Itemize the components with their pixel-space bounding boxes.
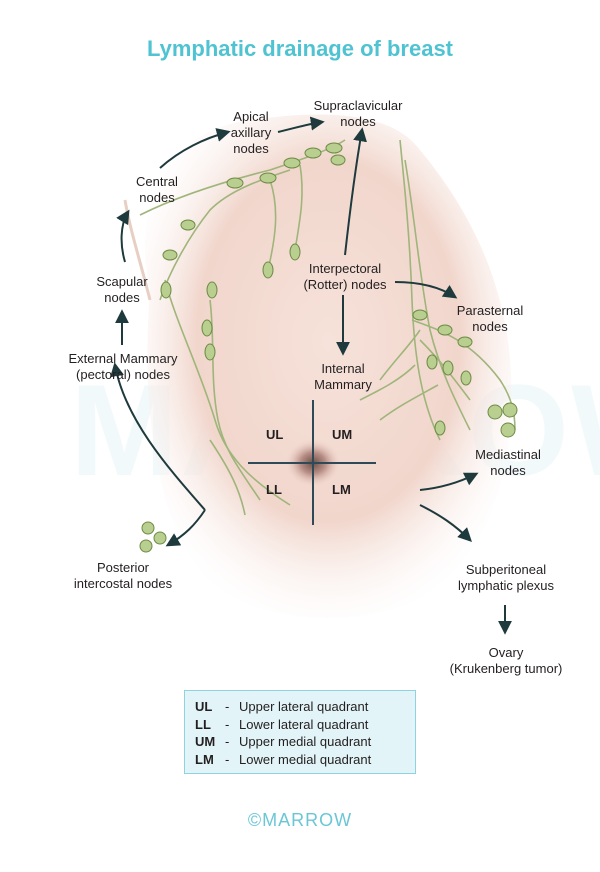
label-mediastinal-nodes: Mediastinal nodes [475,447,541,478]
legend-abbr: LL [195,716,211,732]
breast-skin [144,114,512,618]
page-title: Lymphatic drainage of breast [146,36,454,61]
arrow-interpectoral-to-supraclavicular [344,127,367,256]
arrow-to-mediastinal [419,472,479,491]
arrow-to-subperitoneal [419,504,472,542]
label-supraclavicular-nodes: Supraclavicular nodes [313,98,403,129]
arrow-scapular-to-central [116,209,130,263]
label-apical-axillary-nodes: Apical axillary nodes [230,109,272,156]
label-subperitoneal-plexus: Subperitoneal lymphatic plexus [457,562,555,593]
arrow-apical-to-supraclavicular [277,116,325,133]
arrow-to-parasternal [394,281,458,299]
lymph-nodes [139,142,518,553]
brand-logo: ©MARROW [247,810,353,830]
quadrant-um: UM [332,427,353,442]
label-external-mammary-nodes: External Mammary (pectoral) nodes [68,351,178,382]
legend-abbr: UL [195,699,213,714]
arrow-posterior-to-external [110,362,206,511]
legend-abbr: UM [195,734,216,749]
quadrant-ll: LL [266,482,282,497]
arrow-to-posterior-intercostal [165,509,206,547]
label-interpectoral-nodes: Interpectoral (Rotter) nodes [303,261,387,292]
legend-text: Upper medial quadrant [239,734,372,749]
label-parasternal-nodes: Parasternal nodes [456,303,524,334]
label-ovary: Ovary (Krukenberg tumor) [449,645,563,676]
label-posterior-intercostal-nodes: Posterior intercostal nodes [73,560,173,591]
label-internal-mammary: Internal Mammary [314,361,372,392]
quadrant-legend: UL-Upper lateral quadrant LL-Lower later… [184,690,416,774]
label-scapular-nodes: Scapular nodes [96,274,148,305]
legend-text: Upper lateral quadrant [239,699,369,714]
label-central-nodes: Central nodes [136,174,178,205]
legend-text: Lower medial quadrant [239,751,372,767]
body-outline [123,199,152,301]
legend-row: UL-Upper lateral quadrant [195,699,369,714]
drainage-arrows [110,116,512,635]
arrow-central-to-apical [159,128,231,169]
legend-row: UM-Upper medial quadrant [195,734,372,749]
legend-row: LM-Lower medial quadrant [195,751,372,767]
quadrant-ul: UL [266,427,284,442]
legend-abbr: LM [195,751,214,767]
legend-row: LL-Lower lateral quadrant [195,716,369,732]
quadrant-lm: LM [332,482,351,497]
legend-text: Lower lateral quadrant [239,716,369,732]
